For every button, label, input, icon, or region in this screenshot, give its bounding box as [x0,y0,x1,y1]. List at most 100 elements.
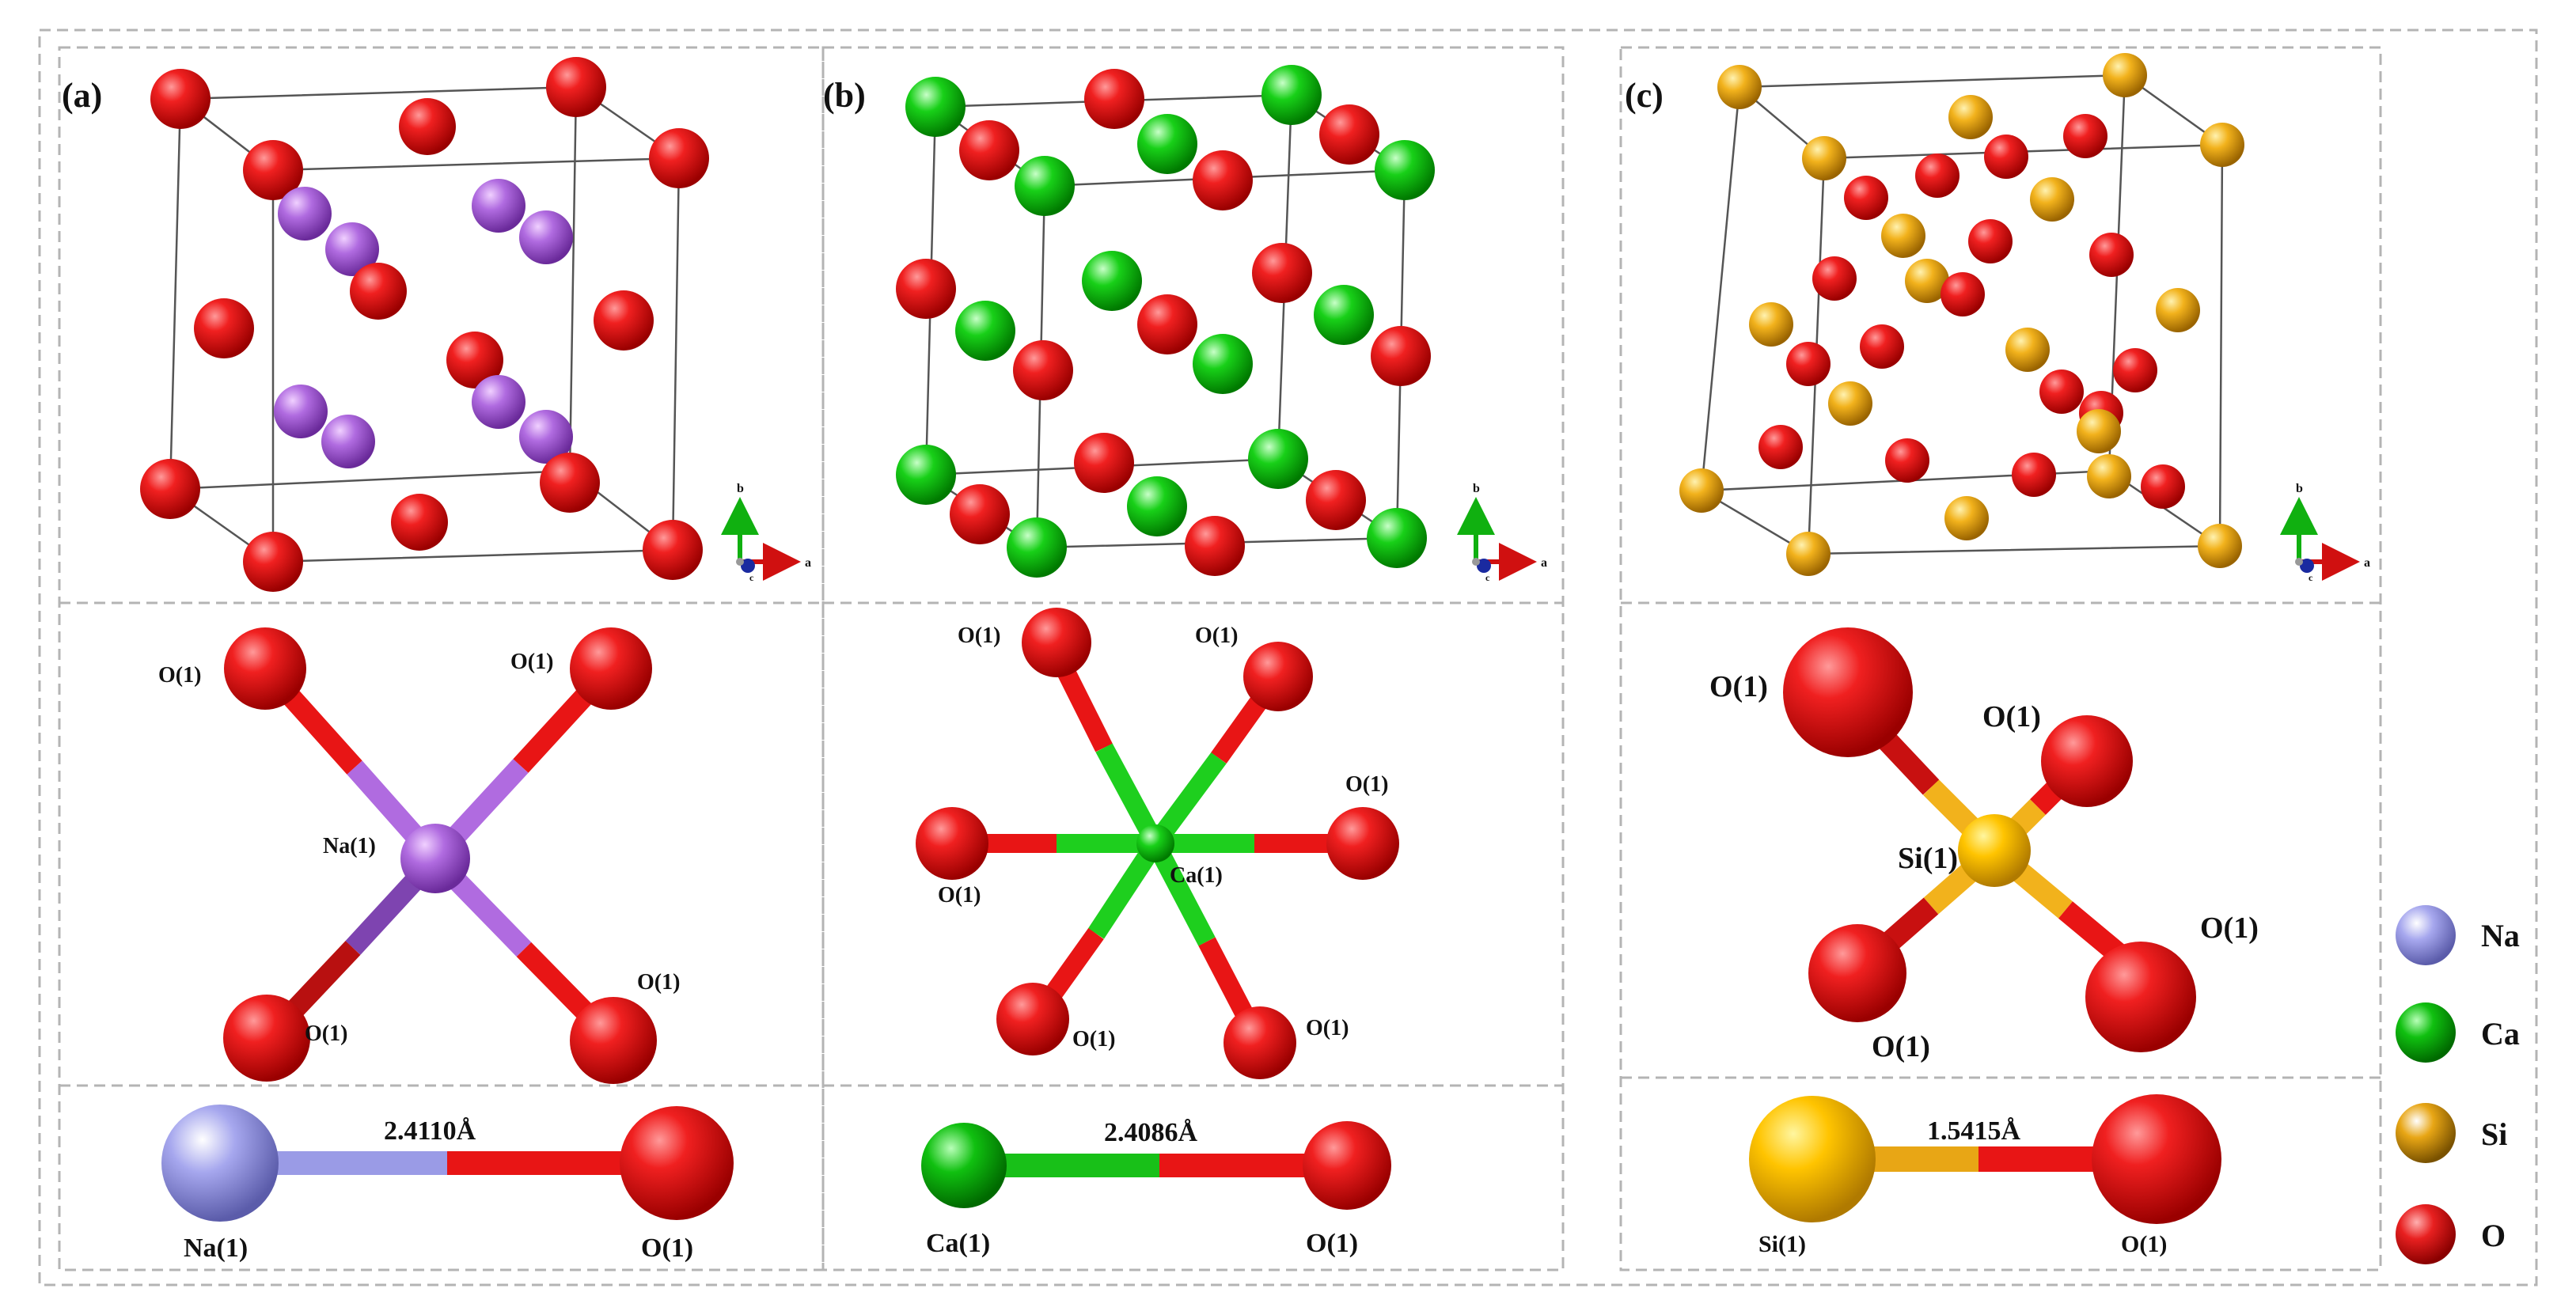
bond-left-atom-label: Na(1) [184,1234,248,1263]
oxygen-atom [1885,438,1929,483]
center-atom-label: Na(1) [323,834,376,858]
oxygen-atom [620,1106,734,1220]
oxygen-atom [1758,425,1803,469]
panel-c-coordination: Si(1) O(1) O(1) O(1) O(1) [1709,627,2259,1063]
oxygen-atom [1808,924,1906,1022]
panel-a-bond: 2.4110Å Na(1) O(1) [161,1105,734,1263]
oxygen-atom [950,484,1010,544]
oxygen-atom [1915,153,1960,198]
panel-a-atoms [140,57,709,592]
calcium-atom [921,1123,1007,1208]
oxygen-atom [1371,326,1431,386]
sodium-atom [519,410,573,464]
silicon-atom [2005,328,2050,372]
sodium-atom [472,179,525,233]
oxygen-atom [2085,942,2196,1052]
oxygen-atom [350,263,407,320]
panel-a-coordination: Na(1) O(1) O(1) O(1) O(1) [158,627,680,1084]
legend-swatch-o [2396,1204,2456,1264]
oxygen-atom [2063,114,2107,158]
sodium-atom [519,210,573,264]
silicon-center-atom [1958,814,2031,887]
axis-a-label: a [805,556,811,570]
silicon-atom [2077,409,2121,453]
silicon-atom [1786,532,1831,576]
silicon-atom [2030,177,2074,222]
oxygen-atom [1193,150,1253,210]
legend-swatch-si [2396,1103,2456,1163]
oxygen-atom [1022,608,1091,677]
oxygen-atom [1783,627,1913,757]
calcium-atom [1248,429,1308,489]
calcium-atom [1375,140,1435,200]
oxygen-atom [2113,348,2157,392]
oxygen-atom [1860,324,1904,369]
calcium-atom [955,301,1015,361]
calcium-atom [1127,476,1187,536]
legend-label-o: O [2481,1218,2506,1253]
bond-left-atom-label: Ca(1) [926,1229,990,1258]
silicon-atom [2200,123,2244,167]
oxygen-atom [1941,272,1985,316]
neighbor-label: O(1) [305,1021,347,1046]
oxygen-atom [570,997,657,1084]
silicon-atom [1749,1096,1876,1222]
panel-c-bond: 1.5415Å Si(1) O(1) [1749,1094,2221,1257]
silicon-atom [1749,302,1793,347]
sodium-atom [325,222,379,276]
neighbor-label: O(1) [1072,1027,1115,1052]
oxygen-atom [1786,342,1831,386]
legend-label-na: Na [2481,918,2520,953]
neighbor-label: O(1) [958,623,1000,648]
oxygen-atom [546,57,606,117]
legend-item-ca: Ca [2396,1002,2520,1063]
oxygen-atom [1137,294,1197,354]
oxygen-atom [150,69,211,129]
oxygen-atom [1812,256,1857,301]
legend-swatch-na [2396,905,2456,965]
oxygen-atom [1252,243,1312,303]
axis-c-label: c [1485,572,1490,583]
oxygen-atom [996,983,1069,1055]
oxygen-atom [1844,176,1888,220]
oxygen-atom [1306,470,1366,530]
oxygen-atom [1224,1006,1296,1079]
oxygen-atom [2141,464,2185,509]
neighbor-label: O(1) [1306,1016,1349,1040]
oxygen-atom [194,298,254,358]
panel-b-frame [821,46,1565,1271]
neighbor-label: O(1) [1872,1030,1930,1063]
oxygen-atom [643,520,703,580]
sodium-center-atom [400,824,470,893]
silicon-atom [2087,454,2131,498]
oxygen-atom [140,459,200,519]
neighbor-label: O(1) [510,650,553,674]
panel-b-bond: 2.4086Å Ca(1) O(1) [921,1118,1391,1258]
axis-b-label: b [2296,482,2303,495]
panel-b-label: (b) [823,76,866,115]
oxygen-atom [2089,233,2134,277]
oxygen-atom [649,128,709,188]
sodium-atom [161,1105,279,1222]
axis-b-label: b [737,482,744,495]
neighbor-label: O(1) [1345,772,1388,797]
legend-label-ca: Ca [2481,1016,2520,1052]
oxygen-atom [570,627,652,710]
oxygen-atom [1326,807,1399,880]
legend-item-si: Si [2396,1103,2507,1163]
element-legend: Na Ca Si O [2396,905,2520,1264]
panel-b-coordination: Ca(1) O(1) O(1) O(1) O(1) O(1) O(1) [916,608,1399,1079]
oxygen-atom [399,98,456,155]
silicon-atom [1717,65,1762,109]
calcium-atom [1007,517,1067,578]
center-atom-label: Si(1) [1898,842,1958,875]
oxygen-atom [2039,369,2084,414]
silicon-atom [1881,214,1925,258]
sodium-atom [274,385,328,438]
calcium-center-atom [1136,824,1174,862]
axis-c-label: c [749,572,754,583]
bond-right-atom-label: O(1) [641,1234,693,1263]
axis-triad-b: b a c [1457,482,1547,583]
bond-right-atom-label: O(1) [1306,1229,1358,1258]
oxygen-atom [1303,1121,1391,1210]
